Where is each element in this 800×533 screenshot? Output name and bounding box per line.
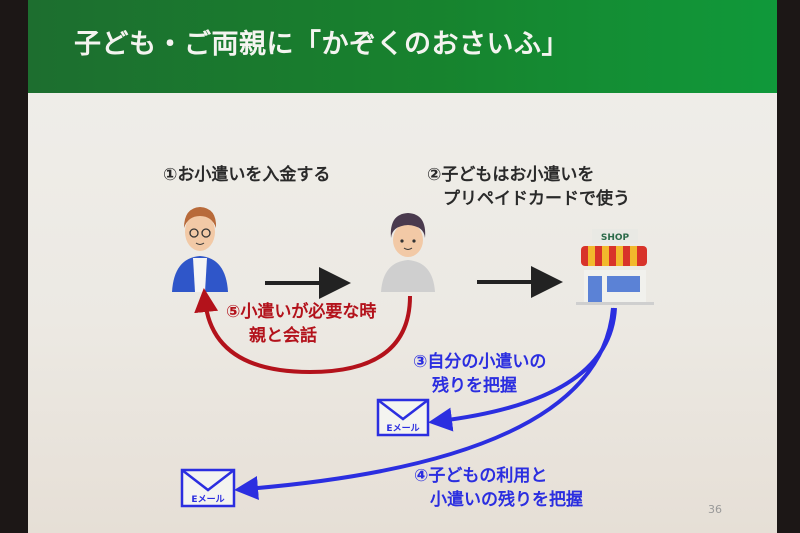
email-label-child: Eメール: [386, 423, 419, 434]
email-icon-parent: Eメール: [180, 468, 236, 508]
page-number: 36: [708, 503, 722, 516]
shop-icon: SHOP: [576, 229, 654, 305]
step4-label-line2: 小遣いの残りを把握: [430, 490, 583, 510]
step5-label-line1: ⑤小遣いが必要な時: [226, 302, 377, 322]
email-icon-child: Eメール: [376, 398, 430, 437]
step2-label-line2: プリペイドカードで使う: [443, 189, 630, 209]
parent-person-icon: [172, 207, 228, 292]
step2-label-line1: ②子どもはお小遣いを: [427, 165, 595, 185]
step3-label-line2: 残りを把握: [432, 376, 517, 396]
slide-header: 子ども・ご両親に「かぞくのおさいふ」: [28, 0, 777, 93]
slide: 子ども・ご両親に「かぞくのおさいふ」 36: [28, 0, 777, 533]
step4-label-line1: ④子どもの利用と: [414, 466, 548, 486]
email-label-parent: Eメール: [191, 494, 224, 505]
arrow-child-to-parent: [194, 288, 412, 375]
step3-label-line1: ③自分の小遣いの: [413, 352, 547, 372]
slide-title: 子ども・ご両親に「かぞくのおさいふ」: [74, 29, 569, 60]
arrow-shop-to-parent-email: [234, 307, 615, 500]
arrow-shop-to-child-email: [428, 307, 617, 432]
step5-label-line2: 親と会話: [249, 326, 317, 346]
child-person-icon: [381, 213, 435, 292]
step1-label: ①お小遣いを入金する: [163, 165, 331, 185]
shop-sign-text: SHOP: [601, 233, 630, 243]
